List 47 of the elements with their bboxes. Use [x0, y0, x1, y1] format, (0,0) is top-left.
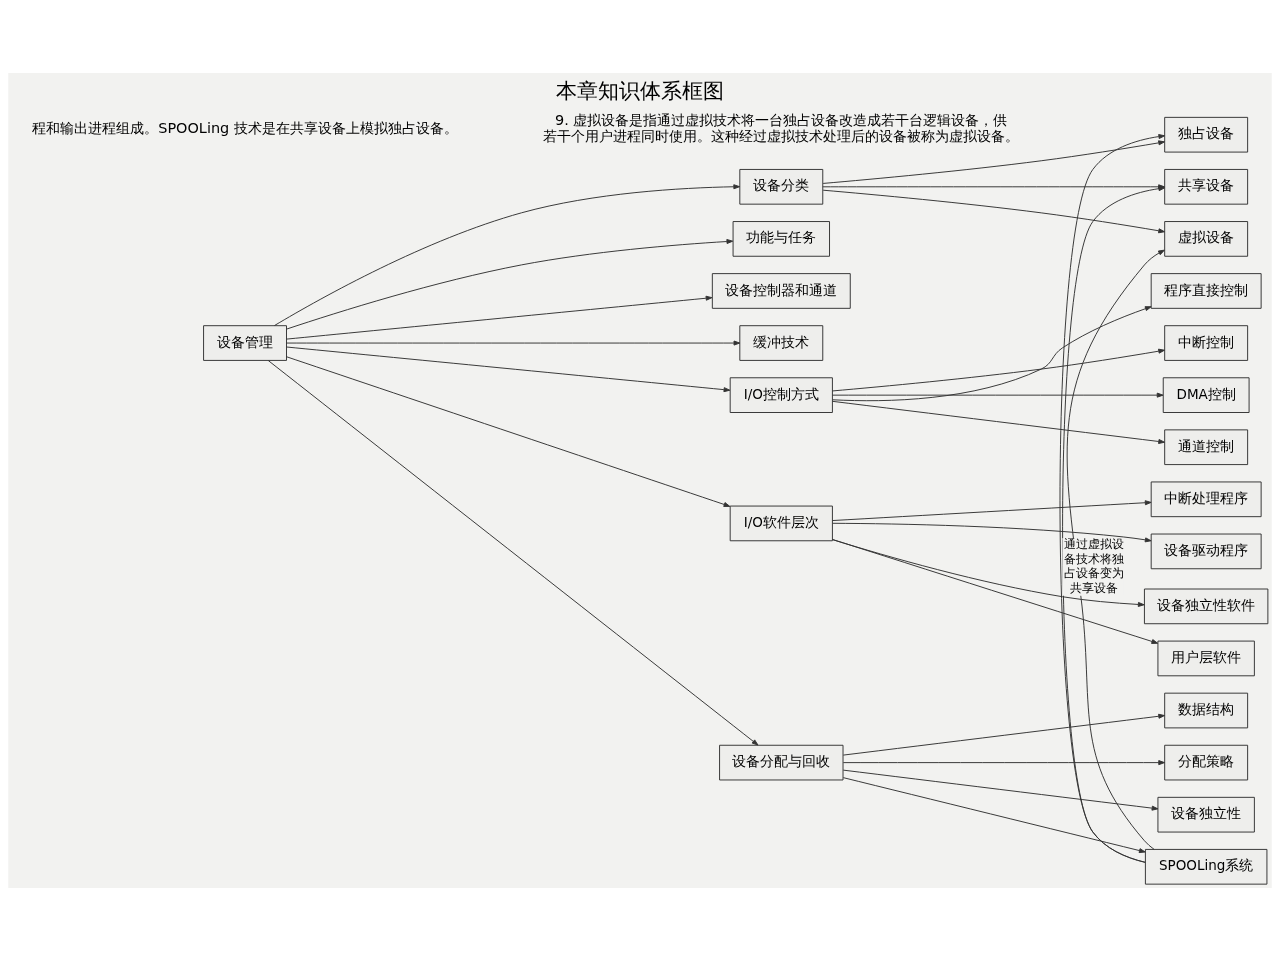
node-box: DMA控制 — [1162, 376, 1250, 413]
label: 程和输出进程组成。SPOOLing 技术是在共享设备上模拟独占设备。 — [32, 119, 458, 136]
node-box: 中断控制 — [1164, 324, 1249, 361]
node-box: 分配策略 — [1164, 744, 1249, 780]
arrow — [842, 759, 1165, 765]
node-box: SPOOLing系统 — [1144, 848, 1268, 885]
node-box: 数据结构 — [1164, 692, 1249, 728]
arrow — [832, 522, 1152, 542]
arrow — [286, 355, 731, 507]
arrow — [832, 305, 1152, 401]
arrow — [822, 139, 1165, 184]
arrow — [286, 295, 713, 340]
node-box: I/O控制方式 — [729, 376, 833, 413]
arrow — [274, 183, 741, 326]
node-box: 设备分配与回收 — [719, 744, 844, 780]
node-box: 设备控制器和通道 — [711, 272, 851, 309]
arrow — [831, 392, 1164, 398]
arrow — [286, 238, 734, 330]
node-box: 功能与任务 — [732, 220, 830, 257]
arrow — [831, 400, 1165, 444]
node-box: 设备管理 — [203, 324, 287, 361]
node-box: 独占设备 — [1164, 116, 1249, 153]
node-box: 中断处理程序 — [1150, 480, 1262, 517]
node-box: 缓冲技术 — [739, 324, 824, 361]
arrow — [832, 348, 1165, 391]
arrow — [286, 346, 731, 392]
diagram-title: 本章知识体系框图 — [556, 77, 724, 103]
arrow — [286, 340, 741, 346]
node-box: 设备独立性软件 — [1143, 588, 1269, 624]
arrow — [1066, 249, 1165, 850]
arrow — [822, 189, 1165, 233]
node-box: 程序直接控制 — [1150, 272, 1262, 309]
arrow — [267, 359, 759, 745]
label: 9. 虚拟设备是指通过虚拟技术将一台独占设备改造成若干台逻辑设备，供若干个用户进程同时使用。这种经过虚拟技术处理后的设备被称为虚拟设备。 — [543, 111, 1020, 144]
arrow — [831, 499, 1152, 521]
node-box: I/O软件层次 — [729, 505, 833, 541]
node-box: 用户层软件 — [1157, 640, 1255, 676]
arrow — [842, 713, 1165, 756]
node-box: 虚拟设备 — [1164, 220, 1249, 257]
node-box: 共享设备 — [1164, 168, 1249, 205]
arrow — [842, 769, 1159, 811]
node-box: 设备驱动程序 — [1150, 533, 1262, 569]
node-box: 设备独立性 — [1157, 796, 1255, 833]
node-box: 通道控制 — [1164, 428, 1249, 465]
node-box: 设备分类 — [739, 168, 824, 205]
arrow — [842, 776, 1146, 853]
edge-label: 通过虚拟设备技术将独占设备变为共享设备 — [1063, 536, 1124, 595]
